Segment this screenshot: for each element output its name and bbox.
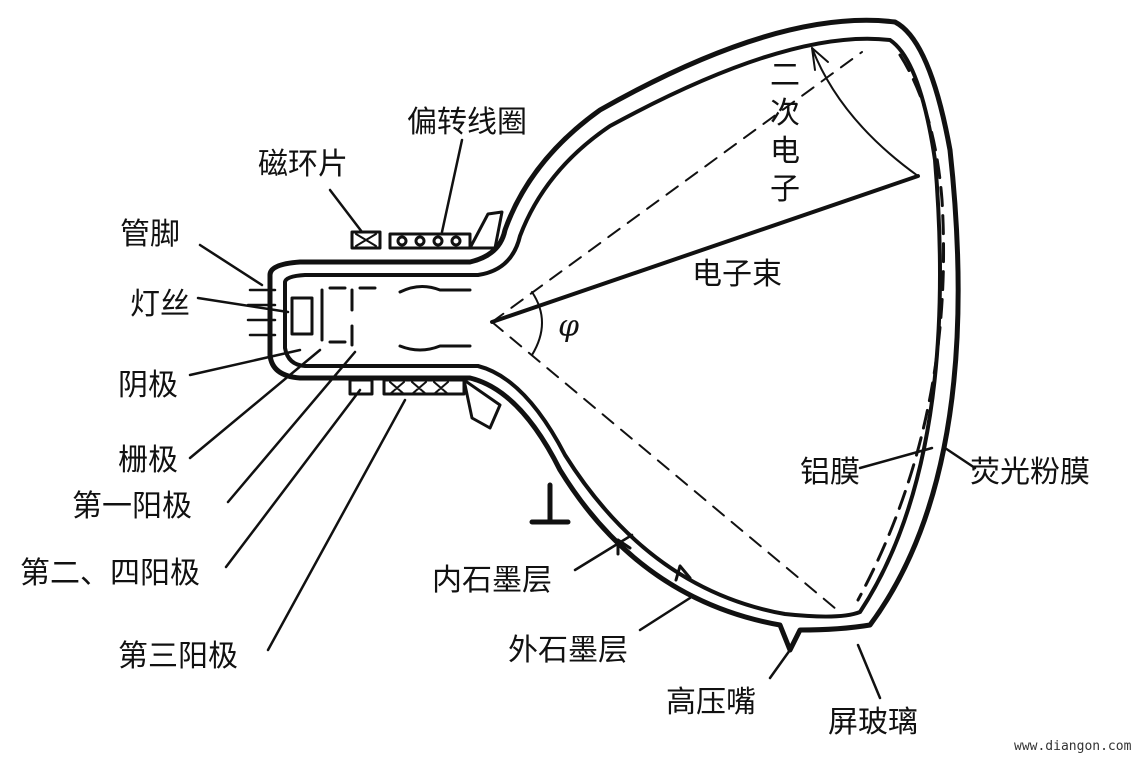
focus-electrode: [398, 285, 472, 352]
labels: 偏转线圈 磁环片 管脚 灯丝 阴极 栅极 第一阳极 第二、四阳极 第三阳极 二 …: [20, 58, 1132, 754]
label-secondary-electrons-1: 二: [770, 58, 800, 93]
tube-envelope: [267, 17, 961, 653]
label-hv-nozzle: 高压嘴: [666, 685, 756, 720]
label-outer-graphite: 外石墨层: [508, 633, 628, 668]
secondary-electron-arc: [811, 47, 919, 177]
label-secondary-electrons-2: 次: [770, 96, 800, 131]
tube-inner-wall: [283, 36, 942, 619]
label-magnetic-ring: 磁环片: [258, 147, 348, 182]
label-phosphor-film: 荧光粉膜: [970, 455, 1090, 490]
coil-top: [388, 232, 472, 250]
beam-geometry: [490, 47, 920, 615]
tube-stand: [529, 482, 571, 525]
electron-beam-line: [490, 174, 920, 324]
label-inner-graphite: 内石墨层: [432, 563, 552, 598]
cathode-cup: [290, 296, 314, 336]
secondary-electron-arrow: [811, 47, 829, 71]
label-secondary-electrons-3: 电: [770, 134, 800, 169]
deflection-limit-bottom: [491, 321, 843, 615]
label-aluminum-film: 铝膜: [800, 455, 860, 490]
magnetic-ring-top: [350, 230, 382, 250]
phosphor-layer: [856, 53, 945, 602]
deflection-coil: [348, 210, 571, 525]
label-screen-glass: 屏玻璃: [828, 705, 918, 740]
tube-outer-wall: [267, 17, 961, 653]
label-third-anode: 第三阳极: [118, 639, 238, 674]
label-deflection-angle: φ: [558, 309, 579, 344]
label-grid: 栅极: [118, 443, 178, 478]
deflection-angle-arc: [531, 291, 543, 356]
label-second-fourth-anode: 第二、四阳极: [20, 556, 200, 591]
first-anode-electrode: [350, 286, 377, 347]
grid-electrode: [320, 286, 347, 344]
deflection-limit-top: [491, 51, 863, 323]
label-pins: 管脚: [120, 217, 180, 252]
label-first-anode: 第一阳极: [72, 489, 192, 524]
magnetic-ring-bottom: [348, 378, 374, 396]
coil-top-end: [468, 210, 504, 250]
label-deflection-coil: 偏转线圈: [407, 105, 527, 140]
electron-gun: [246, 285, 472, 352]
watermark: www.diangon.com: [1014, 739, 1132, 754]
leader-lines: [188, 138, 977, 700]
label-secondary-electrons-4: 子: [770, 172, 800, 207]
coil-bottom-end: [462, 378, 502, 430]
graphite-arrow-outer: [674, 564, 692, 582]
tube-pins: [246, 288, 277, 337]
graphite-arrow-inner: [616, 538, 632, 556]
label-electron-beam: 电子束: [692, 257, 782, 292]
label-cathode: 阴极: [118, 368, 178, 403]
label-filament: 灯丝: [130, 287, 190, 322]
